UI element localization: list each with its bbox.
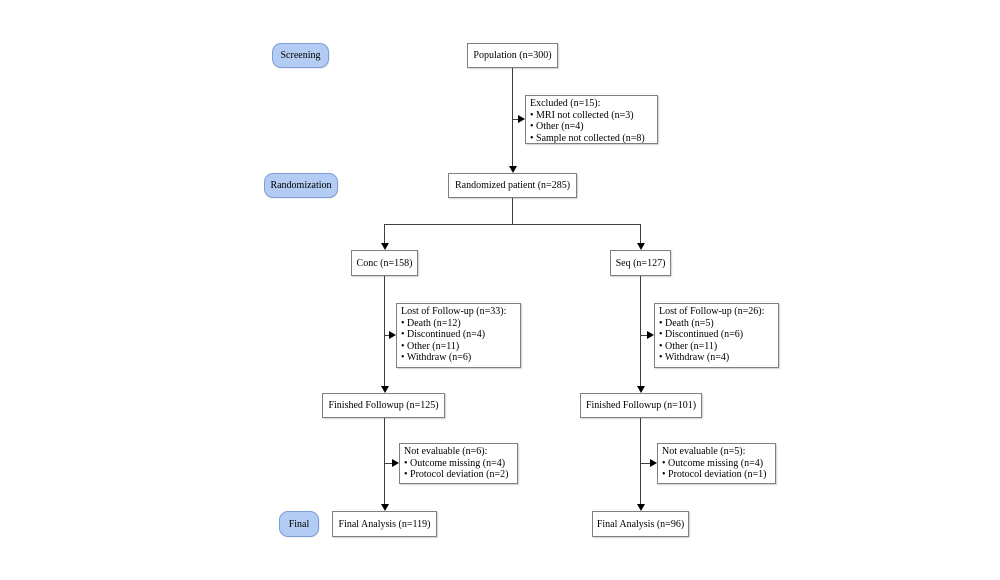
arrow-down-icon <box>509 166 517 173</box>
connector-line <box>640 276 641 386</box>
node-final-analysis-seq: Final Analysis (n=96) <box>592 511 689 537</box>
connector-line <box>512 68 513 166</box>
node-arm-conc: Conc (n=158) <box>351 250 418 276</box>
bullet-item: Discontinued (n=4) <box>401 329 516 341</box>
arrow-down-icon <box>381 504 389 511</box>
node-title: Not evaluable (n=6): <box>404 446 488 457</box>
node-arm-seq: Seq (n=127) <box>610 250 671 276</box>
arrow-right-icon <box>389 331 396 339</box>
bullet-item: Withdraw (n=6) <box>401 352 516 364</box>
bullet-item: Outcome missing (n=4) <box>662 458 771 470</box>
node-population: Population (n=300) <box>467 43 558 68</box>
arrow-down-icon <box>637 243 645 250</box>
connector-line <box>384 418 385 504</box>
connector-line <box>640 463 650 464</box>
node-not-evaluable-conc: Not evaluable (n=6): Outcome missing (n=… <box>399 443 518 484</box>
node-excluded: Excluded (n=15): MRI not collected (n=3)… <box>525 95 658 144</box>
arrow-down-icon <box>637 386 645 393</box>
bullet-item: Protocol deviation (n=1) <box>662 469 771 481</box>
node-lost-followup-seq: Lost of Follow-up (n=26): Death (n=5) Di… <box>654 303 779 368</box>
connector-line <box>640 335 647 336</box>
bullet-item: Other (n=11) <box>401 341 516 353</box>
arrow-right-icon <box>647 331 654 339</box>
node-title: Lost of Follow-up (n=33): <box>401 306 507 317</box>
node-lost-followup-conc: Lost of Follow-up (n=33): Death (n=12) D… <box>396 303 521 368</box>
stage-label-randomization: Randomization <box>264 173 338 198</box>
bullet-item: Other (n=11) <box>659 341 774 353</box>
arrow-right-icon <box>392 459 399 467</box>
node-finished-conc: Finished Followup (n=125) <box>322 393 445 418</box>
bullet-item: Death (n=12) <box>401 318 516 330</box>
connector-line <box>384 463 392 464</box>
arrow-right-icon <box>518 115 525 123</box>
arrow-down-icon <box>381 386 389 393</box>
node-randomized: Randomized patient (n=285) <box>448 173 577 198</box>
arrow-right-icon <box>650 459 657 467</box>
connector-line <box>384 224 385 243</box>
bullet-item: Protocol deviation (n=2) <box>404 469 513 481</box>
bullet-item: Sample not collected (n=8) <box>530 133 653 144</box>
arrow-down-icon <box>637 504 645 511</box>
bullet-item: Outcome missing (n=4) <box>404 458 513 470</box>
stage-label-final: Final <box>279 511 319 537</box>
bullet-item: Withdraw (n=4) <box>659 352 774 364</box>
connector-line <box>640 418 641 504</box>
connector-line <box>640 224 641 243</box>
node-not-evaluable-seq: Not evaluable (n=5): Outcome missing (n=… <box>657 443 776 484</box>
connector-line <box>512 119 518 120</box>
node-finished-seq: Finished Followup (n=101) <box>580 393 702 418</box>
bullet-item: MRI not collected (n=3) <box>530 110 653 122</box>
stage-label-screening: Screening <box>272 43 329 68</box>
bullet-item: Death (n=5) <box>659 318 774 330</box>
bullet-item: Other (n=4) <box>530 121 653 133</box>
node-title: Not evaluable (n=5): <box>662 446 746 457</box>
arrow-down-icon <box>381 243 389 250</box>
node-title: Excluded (n=15): <box>530 98 601 109</box>
connector-line <box>384 224 641 225</box>
connector-line <box>384 276 385 386</box>
node-title: Lost of Follow-up (n=26): <box>659 306 765 317</box>
node-final-analysis-conc: Final Analysis (n=119) <box>332 511 437 537</box>
bullet-item: Discontinued (n=6) <box>659 329 774 341</box>
connector-line <box>384 335 389 336</box>
connector-line <box>512 198 513 224</box>
